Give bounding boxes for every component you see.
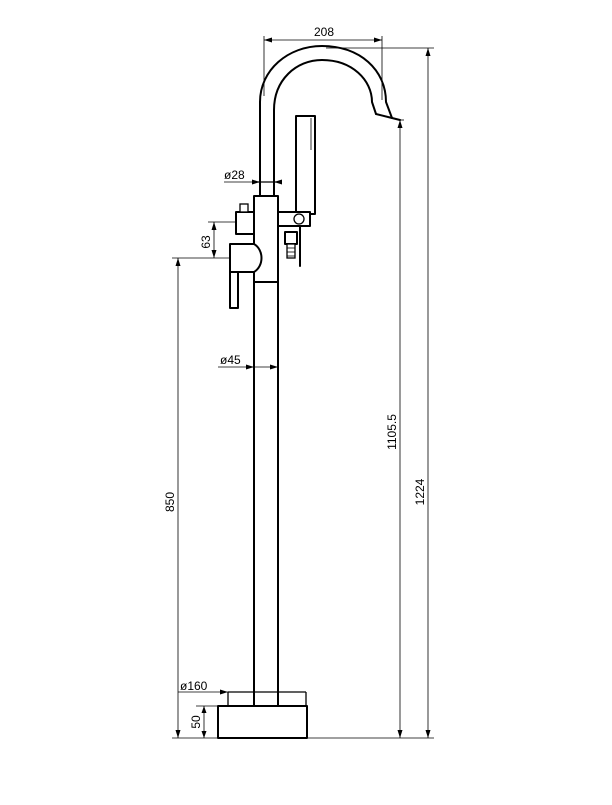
gooseneck-inner [273, 59, 377, 115]
dim-50-arrow-top [201, 706, 207, 713]
dim-1224-label: 1224 [413, 478, 427, 505]
dim-1105-arrow-bottom [397, 730, 403, 738]
dim-1224-arrow-bottom [425, 730, 431, 738]
dim-45-arrow-right [270, 364, 278, 370]
lever-handle-hub [229, 243, 263, 273]
hose-connector [284, 231, 298, 245]
gooseneck-outer [259, 45, 393, 119]
dim-63-arrow-top [211, 222, 217, 230]
dim-63-arrow-bottom [211, 250, 217, 258]
dim-208-arrow-right [374, 37, 382, 43]
hand-shower-body [295, 115, 316, 215]
dim-28-arrow-left [252, 179, 260, 185]
dim-850-arrow-top [175, 258, 181, 266]
hose-nut [286, 243, 296, 259]
dim-50-arrow-bottom [201, 731, 207, 738]
dim-1224-arrow-top [425, 48, 431, 56]
dim-850-label: 850 [163, 492, 177, 512]
dim-160-arrow-right [220, 689, 228, 695]
diverter-knob [235, 211, 255, 235]
faucet-body [217, 45, 401, 739]
holder-joint [293, 213, 305, 225]
dim-63-label: 63 [199, 235, 213, 249]
dim-208-arrow-left [264, 37, 272, 43]
spout-outlet [375, 113, 401, 121]
dim-28-arrow-right [274, 179, 282, 185]
diverter-knob-cap [239, 203, 249, 213]
lever-handle [229, 271, 239, 309]
dim-50-label: 50 [189, 715, 203, 729]
dimension-lines: 208 1224 1105.5 ø28 63 850 [163, 25, 434, 739]
dim-850-arrow-bottom [175, 730, 181, 738]
dim-160-label: ø160 [180, 679, 208, 693]
dim-45-label: ø45 [220, 353, 241, 367]
dim-208-label: 208 [314, 25, 334, 39]
dim-1105-arrow-top [397, 120, 403, 128]
dim-1105-label: 1105.5 [385, 414, 399, 450]
dim-45-arrow-left [246, 364, 254, 370]
dim-28-label: ø28 [224, 168, 245, 182]
base-plate [217, 705, 308, 739]
